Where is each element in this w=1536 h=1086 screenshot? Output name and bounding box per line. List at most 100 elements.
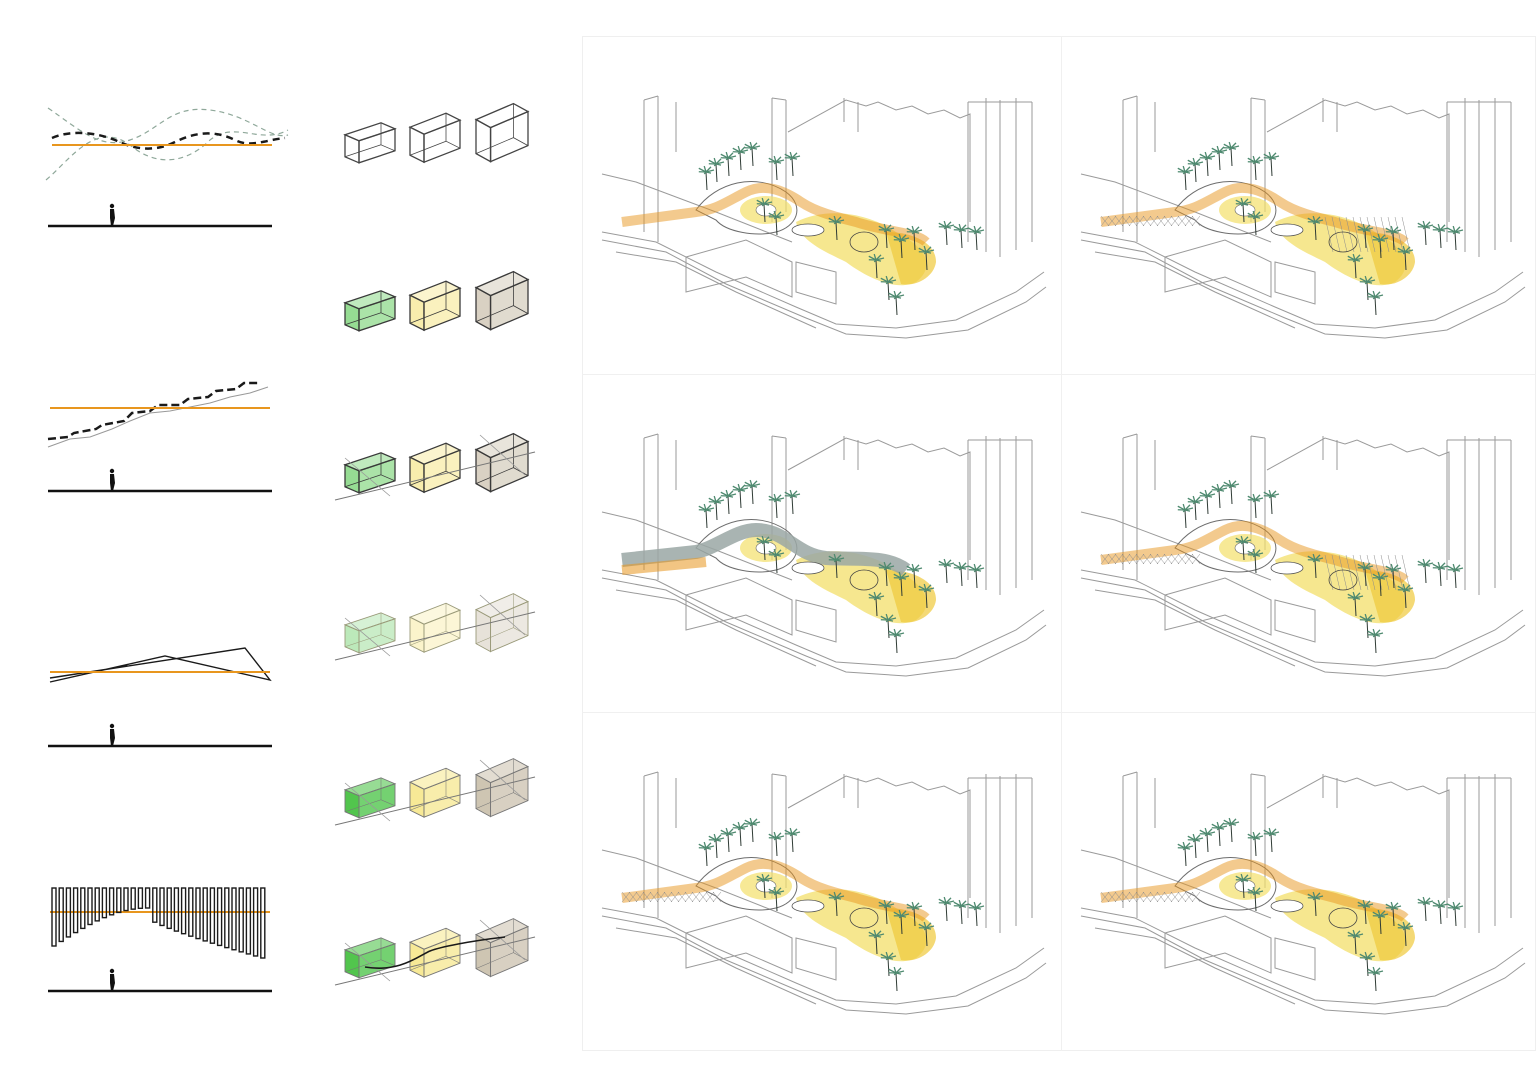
volume-box-medium: [408, 112, 462, 164]
volume-box-medium: [408, 442, 462, 494]
volume-row-5: [334, 758, 536, 826]
palm-tree-icon: [1359, 613, 1376, 639]
site-linework: [601, 95, 1047, 339]
palm-tree-icon: [1432, 223, 1449, 249]
site-overlay: [621, 858, 936, 962]
palm-tree-icon: [878, 561, 895, 587]
fin: [94, 887, 100, 922]
volume-box-small: [343, 290, 397, 332]
palm-tree-icon: [918, 245, 935, 271]
grid-divider-horizontal-1: [582, 374, 1536, 375]
palm-trees: [698, 141, 985, 316]
palm-tree-icon: [953, 561, 970, 587]
link-line: [334, 936, 536, 986]
palm-tree-icon: [1187, 495, 1204, 521]
palm-tree-icon: [953, 223, 970, 249]
fin: [231, 887, 237, 951]
link-line: [479, 919, 526, 961]
site-view-1: [596, 92, 1048, 340]
palm-tree-icon: [1223, 141, 1240, 167]
fin: [252, 887, 259, 957]
palm-tree-icon: [1223, 817, 1240, 843]
volume-box-medium: [408, 767, 462, 818]
palm-tree-icon: [1187, 833, 1204, 859]
site-linework: [1080, 433, 1526, 677]
grid-divider-vertical: [1061, 36, 1062, 1051]
palm-tree-icon: [828, 553, 845, 579]
palm-tree-icon: [1417, 896, 1434, 922]
palm-tree-icon: [1307, 215, 1324, 241]
volume-row-4: [334, 593, 536, 661]
palm-tree-icon: [1307, 553, 1324, 579]
palm-tree-icon: [720, 151, 737, 177]
palm-tree-icon: [938, 558, 955, 584]
person-silhouette-icon: [109, 468, 115, 491]
palm-tree-icon: [878, 899, 895, 925]
fin: [116, 887, 122, 914]
palm-tree-icon: [708, 495, 725, 521]
palm-tree-icon: [1235, 873, 1252, 899]
palm-tree-icon: [720, 489, 737, 515]
palm-tree-icon: [698, 841, 715, 867]
palm-tree-icon: [968, 563, 985, 589]
link-line: [344, 942, 391, 982]
fin: [260, 887, 266, 959]
link-line: [334, 611, 536, 661]
site-overlay: [1100, 182, 1415, 286]
person-silhouette-icon: [109, 203, 115, 226]
palm-tree-icon: [888, 628, 905, 654]
volume-box-large: [474, 102, 530, 163]
palm-tree-icon: [868, 591, 885, 617]
palm-tree-icon: [1199, 489, 1216, 515]
palm-tree-icon: [698, 165, 715, 191]
palm-tree-icon: [1357, 561, 1374, 587]
palm-tree-icon: [1235, 535, 1252, 561]
link-line: [479, 759, 526, 801]
hatch-pattern: [1100, 891, 1201, 903]
volume-box-small: [343, 777, 397, 819]
person-silhouette-icon: [109, 968, 115, 991]
site-linework: [601, 771, 1047, 1015]
volume-row-1: [343, 102, 530, 164]
fin: [101, 887, 108, 919]
palm-tree-icon: [938, 896, 955, 922]
palm-tree-icon: [1211, 483, 1228, 509]
palm-tree-icon: [1432, 561, 1449, 587]
volume-box-large: [474, 432, 530, 493]
site-overlay: [621, 522, 936, 624]
palm-tree-icon: [1385, 563, 1402, 589]
palm-tree-icon: [768, 155, 785, 181]
fin: [72, 887, 79, 934]
fin: [216, 887, 223, 947]
palm-tree-icon: [732, 821, 749, 847]
connector-path: [364, 936, 506, 969]
fin: [195, 887, 201, 940]
fin: [188, 887, 194, 937]
site-linework: [1080, 95, 1526, 339]
palm-tree-icon: [1211, 821, 1228, 847]
palm-tree-icon: [768, 548, 785, 574]
palm-tree-icon: [1447, 225, 1464, 251]
palm-tree-icon: [720, 827, 737, 853]
palm-tree-icon: [1385, 225, 1402, 251]
fin: [51, 887, 57, 947]
volume-diagrams: [330, 100, 545, 1030]
site-linework: [601, 433, 1047, 677]
palm-tree-icon: [698, 503, 715, 529]
volume-box-small: [343, 452, 397, 494]
palm-tree-icon: [1367, 290, 1384, 316]
palm-tree-icon: [953, 899, 970, 925]
palm-tree-icon: [1177, 841, 1194, 867]
palm-tree-icon: [1211, 145, 1228, 171]
palm-tree-icon: [732, 145, 749, 171]
palm-tree-icon: [744, 817, 761, 843]
palm-tree-icon: [938, 220, 955, 246]
volume-row-6: [334, 918, 536, 986]
link-line: [334, 451, 536, 501]
fin: [65, 887, 72, 938]
palm-tree-icon: [1367, 966, 1384, 992]
palm-tree-icon: [1347, 253, 1364, 279]
site-view-3: [596, 430, 1048, 678]
fin: [245, 887, 252, 955]
hatch-pattern: [621, 891, 722, 903]
